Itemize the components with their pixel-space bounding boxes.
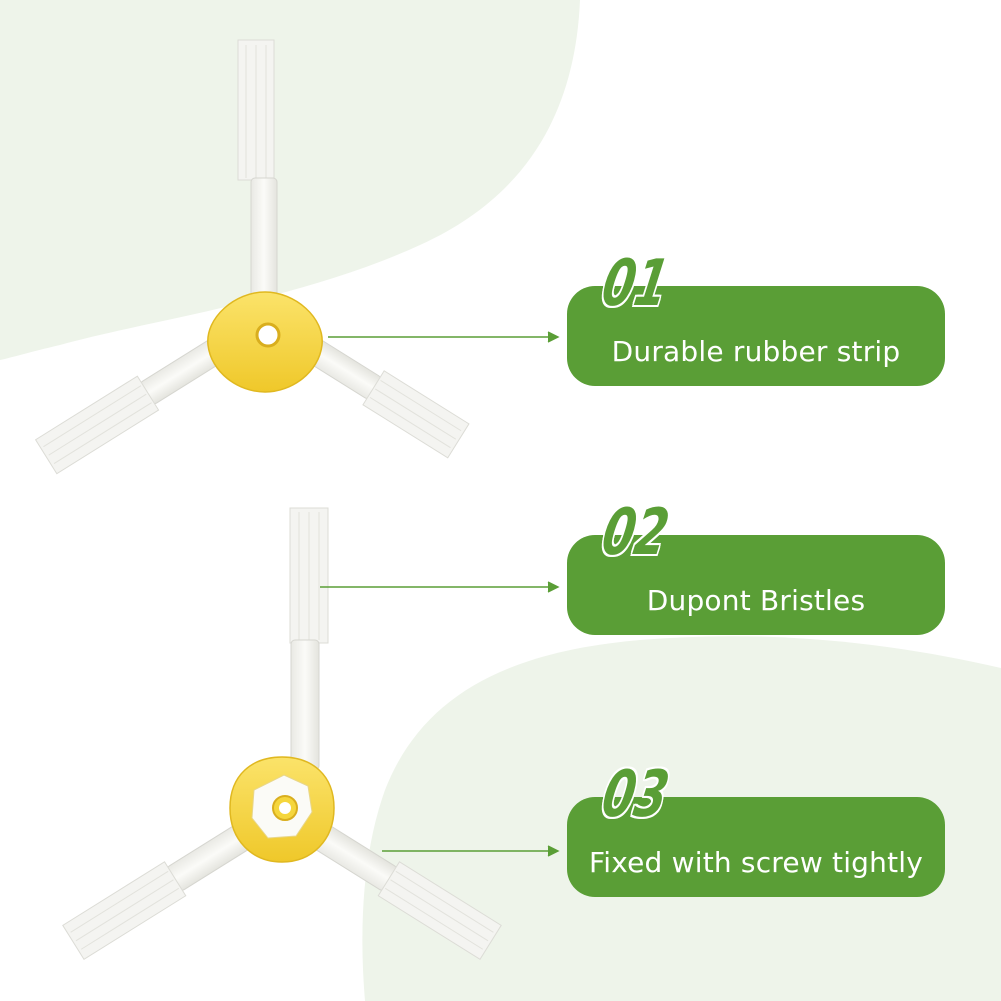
yellow-hub [207,291,323,393]
feature-callout-2: Dupont Bristles 02 [567,496,945,635]
feature-pill: Durable rubber strip [567,286,945,386]
feature-pill: Dupont Bristles [567,535,945,635]
side-brush-front-view [34,39,470,475]
feature-label: Durable rubber strip [611,334,901,368]
arrow-right-icon [382,845,560,857]
feature-label: Fixed with screw tightly [588,845,924,879]
feature-number: 03 [596,758,675,832]
yellow-hub-back [229,756,335,863]
feature-number: 01 [596,247,675,321]
feature-number: 02 [596,496,675,570]
top-left-blob [0,0,580,360]
feature-callout-1: Durable rubber strip 01 [567,247,945,386]
feature-callout-3: Fixed with screw tightly 03 [567,758,945,897]
brush-arm-up [237,39,278,309]
feature-label: Dupont Bristles [646,583,866,617]
brush-arm-up [289,507,329,771]
side-brush-back-view [62,507,502,961]
arrow-right-icon [320,581,560,593]
arrow-right-icon [328,331,560,343]
feature-pill: Fixed with screw tightly [567,797,945,897]
